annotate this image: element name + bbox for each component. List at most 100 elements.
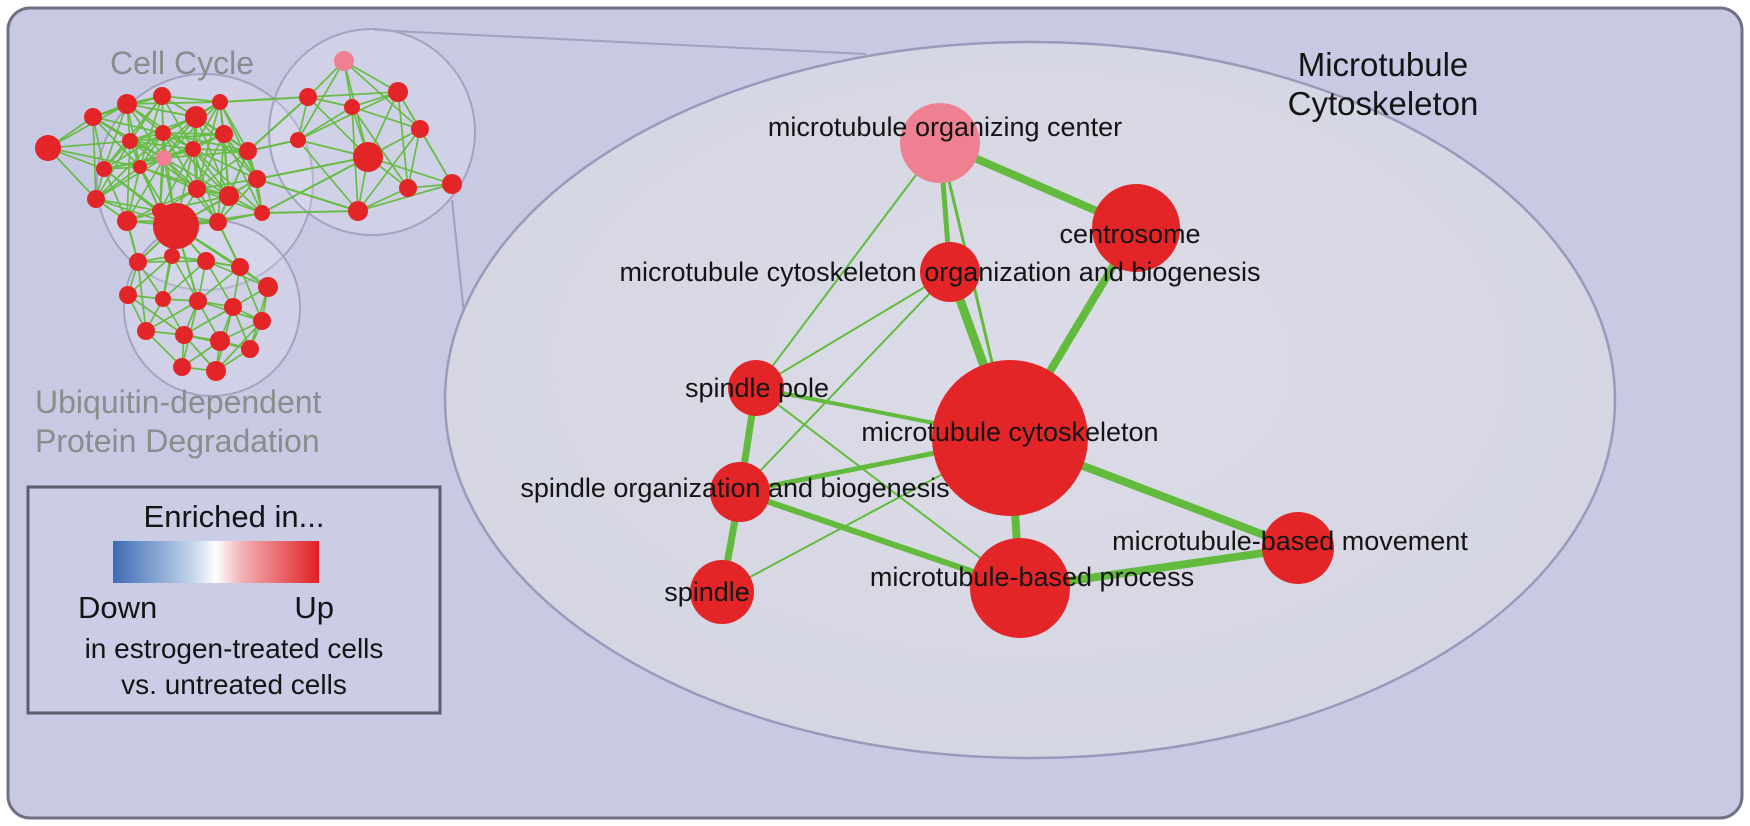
overview-edge xyxy=(217,133,225,223)
overview-node-b7[interactable] xyxy=(155,291,171,307)
node-mt_process[interactable] xyxy=(970,538,1070,638)
node-spindle[interactable] xyxy=(690,560,754,624)
overview-node-c1[interactable] xyxy=(35,135,61,161)
overview-node-c9[interactable] xyxy=(96,161,112,177)
overview-node-c4[interactable] xyxy=(153,87,171,105)
node-label-centrosome: centrosome xyxy=(1059,219,1200,249)
overview-edge xyxy=(223,133,230,197)
overview-node-c19[interactable] xyxy=(219,186,239,206)
overview-node-t10[interactable] xyxy=(290,132,306,148)
overview-node-b1[interactable] xyxy=(129,253,147,271)
overview-node-c15[interactable] xyxy=(87,190,105,208)
overview-node-b15[interactable] xyxy=(173,358,191,376)
cluster-label-cell-cycle: Cell Cycle xyxy=(110,45,254,81)
overview-edge xyxy=(95,157,165,200)
overview-node-b3[interactable] xyxy=(197,252,215,270)
node-label-spindle: spindle xyxy=(664,577,750,607)
overview-node-b4[interactable] xyxy=(231,258,249,276)
overview-node-b11[interactable] xyxy=(137,322,155,340)
overview-edge xyxy=(307,91,399,98)
overview-edge xyxy=(218,95,310,104)
node-spindle_org[interactable] xyxy=(710,462,770,522)
overview-node-t5[interactable] xyxy=(411,120,429,138)
overview-edge xyxy=(92,116,141,168)
overview-edge xyxy=(197,266,241,302)
overview-node-t3[interactable] xyxy=(344,99,360,115)
overview-node-c7[interactable] xyxy=(122,133,138,149)
overview-node-c14[interactable] xyxy=(239,142,257,160)
overview-node-b10[interactable] xyxy=(253,312,271,330)
overview-edge xyxy=(139,166,161,212)
legend-gradient-bar xyxy=(113,541,319,583)
node-moc[interactable] xyxy=(900,103,980,183)
legend-caption-line2: vs. untreated cells xyxy=(121,669,347,700)
overview-node-c12[interactable] xyxy=(185,141,201,157)
overview-edge xyxy=(95,132,164,200)
overview-node-b12[interactable] xyxy=(175,326,193,344)
overview-edge xyxy=(126,157,165,222)
overview-node-b6[interactable] xyxy=(119,286,137,304)
overview-node-c6[interactable] xyxy=(212,94,228,110)
overview-node-t7[interactable] xyxy=(442,174,462,194)
overview-node-t1[interactable] xyxy=(334,51,354,71)
overview-edge xyxy=(239,266,263,322)
overview-node-c5[interactable] xyxy=(185,106,207,128)
overview-node-t2[interactable] xyxy=(299,88,317,106)
overview-node-c11[interactable] xyxy=(156,150,172,166)
node-mt_movement[interactable] xyxy=(1262,512,1334,584)
overview-node-b8[interactable] xyxy=(189,292,207,310)
overview-node-c22[interactable] xyxy=(209,213,227,231)
cluster-label-microtubule-line2: Cytoskeleton xyxy=(1288,85,1479,122)
edge-spindle_pole-mt_process xyxy=(755,387,1021,589)
overview-node-t6[interactable] xyxy=(353,142,383,172)
node-spindle_pole[interactable] xyxy=(728,360,784,416)
edge-mco-spindle_pole xyxy=(755,271,951,389)
overview-node-c20[interactable] xyxy=(248,170,266,188)
node-centrosome[interactable] xyxy=(1092,184,1180,272)
overview-node-t9[interactable] xyxy=(348,201,368,221)
overview-edge xyxy=(343,60,399,93)
overview-edge xyxy=(351,106,409,189)
overview-node-c18[interactable] xyxy=(188,180,206,198)
node-label-spindle_org: spindle organization and biogenesis xyxy=(520,473,949,503)
node-mt_cyto[interactable] xyxy=(932,360,1088,516)
cluster-label-ubiquitin-line1: Ubiquitin-dependent xyxy=(35,384,322,420)
overview-node-b9[interactable] xyxy=(224,298,242,316)
overview-node-t8[interactable] xyxy=(399,179,417,197)
overview-edge xyxy=(127,255,173,296)
overview-edge xyxy=(162,132,198,190)
overview-edge xyxy=(159,157,165,212)
overview-node-c3[interactable] xyxy=(117,94,137,114)
overview-edge xyxy=(161,95,221,103)
overview-edge xyxy=(196,150,249,190)
overview-node-b2[interactable] xyxy=(164,248,180,264)
network-layer: microtubule organizing centercentrosomem… xyxy=(35,28,1617,760)
overview-edge xyxy=(223,133,263,214)
node-label-spindle_pole: spindle pole xyxy=(685,373,829,403)
overview-edge xyxy=(196,178,258,190)
node-mco[interactable] xyxy=(920,242,980,302)
magnifier-connector-line xyxy=(373,29,867,55)
node-label-mco: microtubule cytoskeleton organization an… xyxy=(620,257,1261,287)
overview-edge xyxy=(192,148,219,223)
overview-node-t4[interactable] xyxy=(388,82,408,102)
overview-edge xyxy=(145,300,199,332)
overview-node-c8[interactable] xyxy=(155,125,171,141)
legend: Enriched in... Down Up in estrogen-treat… xyxy=(26,485,442,715)
overview-node-c21[interactable] xyxy=(153,203,199,249)
overview-edge xyxy=(419,128,453,185)
overview-edge xyxy=(297,106,353,141)
overview-node-b16[interactable] xyxy=(206,361,226,381)
overview-node-c13[interactable] xyxy=(215,125,233,143)
overview-node-c16[interactable] xyxy=(117,211,137,231)
overview-node-b5[interactable] xyxy=(258,277,278,297)
overview-node-c10[interactable] xyxy=(133,160,147,174)
overview-node-b14[interactable] xyxy=(241,340,259,358)
overview-node-c2[interactable] xyxy=(84,108,102,126)
overview-edge xyxy=(255,177,360,213)
legend-box xyxy=(26,485,442,715)
overview-node-b13[interactable] xyxy=(210,331,230,351)
overview-node-c23[interactable] xyxy=(254,205,270,221)
overview-edge xyxy=(407,128,421,189)
overview-edge xyxy=(297,91,399,141)
